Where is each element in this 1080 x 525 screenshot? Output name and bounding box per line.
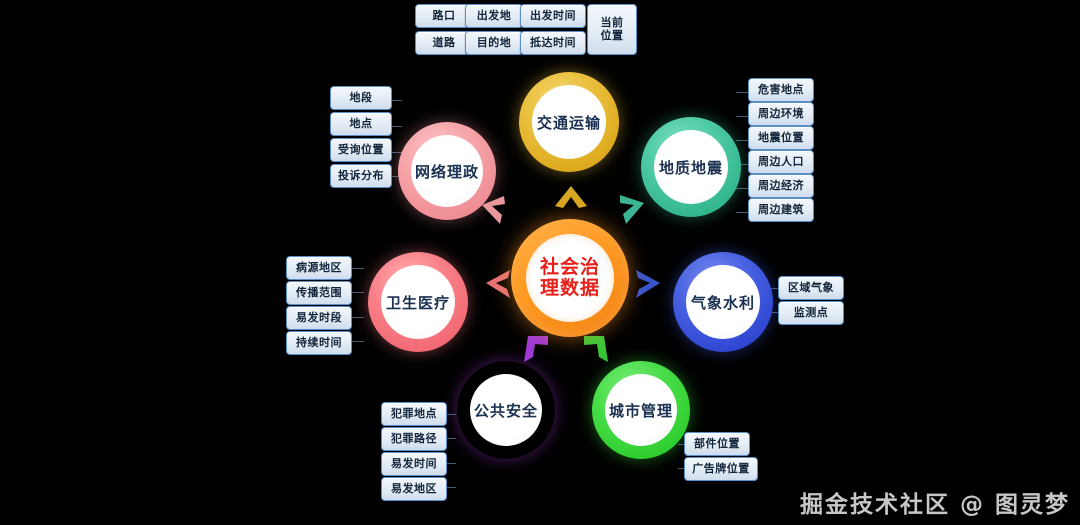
chip-security-1[interactable]: 犯罪路径 — [381, 427, 447, 451]
connector-line — [766, 288, 778, 289]
node-transport[interactable]: 交通运输 — [519, 72, 619, 172]
node-meteorology-water-inner: 气象水利 — [686, 265, 760, 339]
connector-line — [388, 100, 402, 101]
connector-line — [350, 268, 364, 269]
connector-line — [736, 140, 748, 141]
node-public-security-inner: 公共安全 — [470, 374, 542, 446]
node-meteorology-water[interactable]: 气象水利 — [673, 252, 773, 352]
node-meteorology-water-label: 气象水利 — [690, 293, 755, 312]
connector-line — [444, 414, 456, 415]
connector-line — [736, 116, 748, 117]
connector-line — [736, 188, 748, 189]
node-public-security[interactable]: 公共安全 — [457, 361, 555, 459]
center-hub-label: 社会治理数据 — [539, 255, 600, 299]
node-transport-inner: 交通运输 — [532, 85, 606, 159]
node-city-management-inner: 城市管理 — [605, 374, 677, 446]
connector-line — [350, 341, 364, 342]
center-hub-inner: 社会治理数据 — [526, 234, 614, 322]
node-network-governance-inner: 网络理政 — [411, 135, 483, 207]
node-geology-earthquake[interactable]: 地质地震 — [641, 117, 741, 217]
arrow-to-health-medical — [486, 270, 510, 298]
node-transport-label: 交通运输 — [536, 113, 601, 132]
connector-line — [350, 292, 364, 293]
chip-health-1[interactable]: 传播范围 — [286, 281, 352, 305]
node-public-security-label: 公共安全 — [473, 401, 538, 420]
chip-security-0[interactable]: 犯罪地点 — [381, 402, 447, 426]
arrow-to-network-governance — [482, 196, 505, 224]
chip-transport-1-1[interactable]: 目的地 — [465, 31, 523, 55]
connector-line — [350, 317, 364, 318]
chip-health-3[interactable]: 持续时间 — [286, 331, 352, 355]
node-health-medical-inner: 卫生医疗 — [381, 265, 455, 339]
chip-transport-0-0[interactable]: 路口 — [415, 4, 473, 28]
chip-network-1[interactable]: 地点 — [330, 112, 392, 136]
connector-line — [444, 438, 456, 439]
chip-geology-1[interactable]: 周边环境 — [748, 102, 814, 126]
chip-meteorology-1[interactable]: 监测点 — [778, 301, 844, 325]
connector-line — [736, 164, 748, 165]
chip-geology-4[interactable]: 周边经济 — [748, 174, 814, 198]
arrow-to-meteorology-water — [636, 270, 660, 298]
chip-city-1[interactable]: 广告牌位置 — [684, 457, 758, 481]
chip-geology-0[interactable]: 危害地点 — [748, 78, 814, 102]
chip-geology-5[interactable]: 周边建筑 — [748, 198, 814, 222]
connector-line — [388, 176, 402, 177]
chip-network-2[interactable]: 受询位置 — [330, 138, 392, 162]
chip-geology-3[interactable]: 周边人口 — [748, 150, 814, 174]
chip-security-2[interactable]: 易发时间 — [381, 452, 447, 476]
node-city-management[interactable]: 城市管理 — [592, 361, 690, 459]
node-health-medical[interactable]: 卫生医疗 — [368, 252, 468, 352]
chip-transport-1-2[interactable]: 抵达时间 — [520, 31, 586, 55]
arrow-to-public-security — [524, 336, 548, 362]
chip-transport-1-0[interactable]: 道路 — [415, 31, 473, 55]
chip-network-0[interactable]: 地段 — [330, 86, 392, 110]
watermark: 掘金技术社区 @ 图灵梦 — [799, 492, 1070, 518]
chip-health-0[interactable]: 病源地区 — [286, 256, 352, 280]
chip-city-0[interactable]: 部件位置 — [684, 432, 750, 456]
connector-line — [388, 126, 402, 127]
node-network-governance-label: 网络理政 — [414, 162, 479, 181]
node-geology-earthquake-label: 地质地震 — [658, 158, 723, 177]
chip-geology-2[interactable]: 地震位置 — [748, 126, 814, 150]
node-geology-earthquake-inner: 地质地震 — [654, 130, 728, 204]
chip-health-2[interactable]: 易发时段 — [286, 306, 352, 330]
chip-network-3[interactable]: 投诉分布 — [330, 164, 392, 188]
chip-transport-current-location[interactable]: 当前 位置 — [587, 4, 637, 55]
node-city-management-label: 城市管理 — [608, 401, 673, 420]
connector-line — [444, 463, 456, 464]
chip-meteorology-0[interactable]: 区域气象 — [778, 276, 844, 300]
chip-transport-0-1[interactable]: 出发地 — [465, 4, 523, 28]
chip-transport-0-2[interactable]: 出发时间 — [520, 4, 586, 28]
arrow-to-city-management — [584, 336, 608, 362]
node-network-governance[interactable]: 网络理政 — [398, 122, 496, 220]
arrow-to-transport — [555, 186, 587, 208]
connector-line — [736, 92, 748, 93]
arrow-to-geology-earthquake — [620, 195, 644, 224]
connector-line — [444, 487, 456, 488]
connector-line — [766, 312, 778, 313]
chip-security-3[interactable]: 易发地区 — [381, 477, 447, 501]
connector-line — [388, 152, 402, 153]
center-hub[interactable]: 社会治理数据 — [511, 219, 629, 337]
connector-line — [736, 212, 748, 213]
node-health-medical-label: 卫生医疗 — [385, 293, 450, 312]
